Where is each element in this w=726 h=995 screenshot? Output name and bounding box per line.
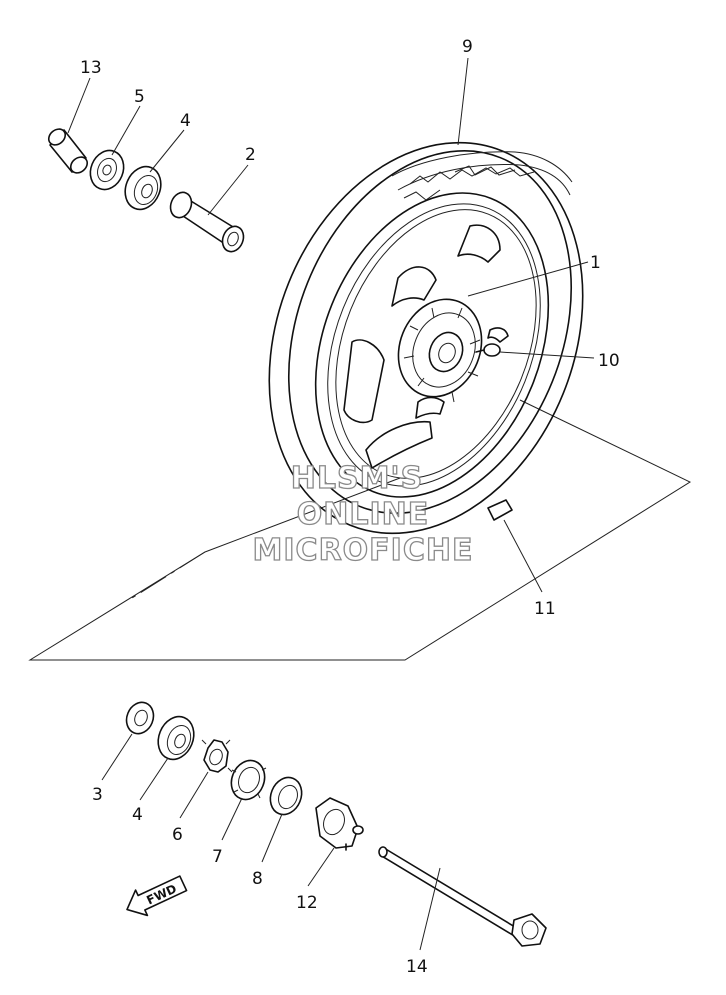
part-5-oil-seal [89,149,125,191]
reference-plane [28,399,692,661]
callout-3: 3 [92,785,103,805]
callout-12: 12 [296,893,318,913]
callout-5: 5 [134,87,145,107]
watermark-line-1: HLSM'S [291,461,423,496]
callout-4-upper: 4 [180,111,191,131]
watermark-line-2: ONLINE [297,497,430,532]
callout-9: 9 [462,37,473,57]
part-10-valve [475,343,501,357]
callout-8: 8 [252,869,263,889]
part-12-meter-housing [315,797,364,851]
part-14-axle [378,846,547,947]
callout-14: 14 [406,957,428,977]
watermark: HLSM'S ONLINE MICROFICHE [252,460,474,568]
part-6-drive-retainer [201,739,233,773]
wheel-hub [397,298,483,403]
callout-4-lower: 4 [132,805,143,825]
part-7-meter-gear [230,759,267,801]
watermark-line-3: MICROFICHE [253,533,474,568]
part-11-balance-weight [487,499,513,521]
fwd-arrow-icon: FWD [126,875,188,917]
wheel-tire [268,141,584,535]
part-4-bearing-lower [157,715,195,761]
callout-13: 13 [80,58,102,78]
callout-11: 11 [534,599,556,619]
callout-2: 2 [245,145,256,165]
part-3-oil-seal [125,701,155,735]
part-4-bearing-upper [124,165,162,211]
wheel-spokes [343,224,509,469]
leader-lines [67,57,595,951]
part-13-collar [47,128,89,174]
callout-6: 6 [172,825,183,845]
part-8-washer [269,776,303,816]
callout-1: 1 [590,253,601,273]
callout-7: 7 [212,847,223,867]
callouts: 13 5 4 2 9 1 10 11 3 4 6 7 8 12 14 [80,37,620,977]
callout-10: 10 [598,351,620,371]
part-2-spacer [169,191,245,253]
